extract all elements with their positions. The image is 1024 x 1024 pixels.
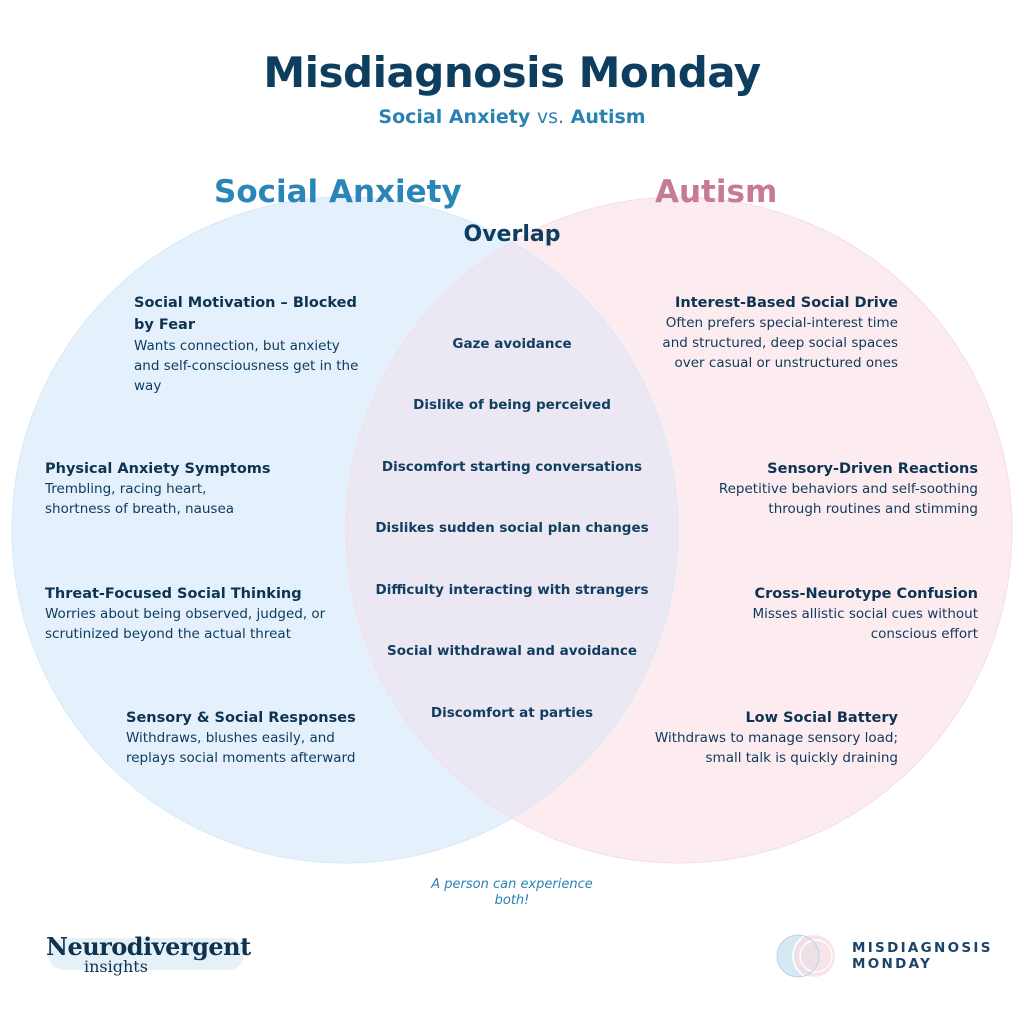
au-item-low-battery: Low Social Battery Withdraws to manage s… — [640, 708, 898, 768]
footnote: A person can experience both! — [431, 877, 593, 908]
autism-outline — [345, 196, 1013, 864]
neurodivergent-insights-logo: Neurodivergent insights — [46, 932, 251, 976]
overlap-item: Dislikes sudden social plan changes — [375, 520, 649, 536]
au-item-body: Withdraws to manage sensory load; small … — [654, 730, 898, 766]
sa-item-sensory-social: Sensory & Social Responses Withdraws, bl… — [126, 708, 378, 768]
overlap-region — [346, 197, 678, 863]
subtitle-autism: Autism — [570, 106, 646, 128]
brush-stroke-decoration — [48, 938, 244, 970]
sa-item-body: Trembling, racing heart, shortness of br… — [45, 481, 235, 517]
sa-item-physical-symptoms: Physical Anxiety Symptoms Trembling, rac… — [45, 459, 295, 519]
au-item-body: Often prefers special-interest time and … — [662, 315, 898, 371]
sa-item-social-motivation: Social Motivation – Blocked by Fear Want… — [134, 292, 364, 396]
page-subtitle: Social Anxiety vs. Autism — [0, 106, 1024, 128]
overlap-item: Discomfort at parties — [430, 705, 594, 721]
au-item-body: Misses allistic social cues without cons… — [752, 606, 978, 642]
au-item-interest-based: Interest-Based Social Drive Often prefer… — [648, 293, 898, 373]
sa-item-heading: Physical Anxiety Symptoms — [45, 461, 271, 477]
logo-line1: Neurodivergent — [46, 932, 251, 961]
wordmark-line1: MISDIAGNOSIS — [852, 940, 993, 956]
wordmark-line2: MONDAY — [852, 956, 933, 972]
au-item-sensory-driven: Sensory-Driven Reactions Repetitive beha… — [688, 459, 978, 519]
sa-item-body: Wants connection, but anxiety and self-c… — [134, 338, 359, 394]
sa-item-heading: Threat-Focused Social Thinking — [45, 586, 302, 602]
overlap-item: Social withdrawal and avoidance — [386, 643, 637, 659]
au-item-heading: Sensory-Driven Reactions — [767, 461, 978, 477]
au-item-body: Repetitive behaviors and self-soothing t… — [718, 481, 978, 517]
au-item-heading: Low Social Battery — [745, 710, 898, 726]
sa-item-body: Withdraws, blushes easily, and replays s… — [126, 730, 356, 766]
social-anxiety-title: Social Anxiety — [214, 174, 462, 210]
au-item-heading: Interest-Based Social Drive — [675, 295, 898, 311]
autism-title: Autism — [655, 174, 778, 210]
misdiagnosis-monday-wordmark: MISDIAGNOSIS MONDAY — [852, 940, 993, 972]
social-anxiety-outline — [11, 196, 679, 864]
page-title: Misdiagnosis Monday — [263, 48, 761, 97]
sa-item-body: Worries about being observed, judged, or… — [45, 606, 326, 642]
overlap-item: Discomfort starting conversations — [381, 459, 643, 475]
overlap-title: Overlap — [463, 222, 561, 247]
overlap-item: Difficulty interacting with strangers — [375, 582, 649, 598]
sa-item-heading: Social Motivation – Blocked by Fear — [134, 295, 357, 333]
misdiagnosis-monday-logo-icon — [776, 932, 840, 980]
au-item-heading: Cross-Neurotype Confusion — [754, 586, 978, 602]
logo-line2: insights — [84, 957, 148, 976]
subtitle-social-anxiety: Social Anxiety — [378, 106, 531, 128]
sa-item-threat-focused: Threat-Focused Social Thinking Worries a… — [45, 584, 337, 644]
au-item-cross-neurotype: Cross-Neurotype Confusion Misses allisti… — [718, 584, 978, 644]
subtitle-vs: vs. — [536, 106, 565, 128]
overlap-item: Dislike of being perceived — [413, 397, 611, 413]
overlap-item: Gaze avoidance — [452, 336, 572, 352]
sa-item-heading: Sensory & Social Responses — [126, 710, 356, 726]
